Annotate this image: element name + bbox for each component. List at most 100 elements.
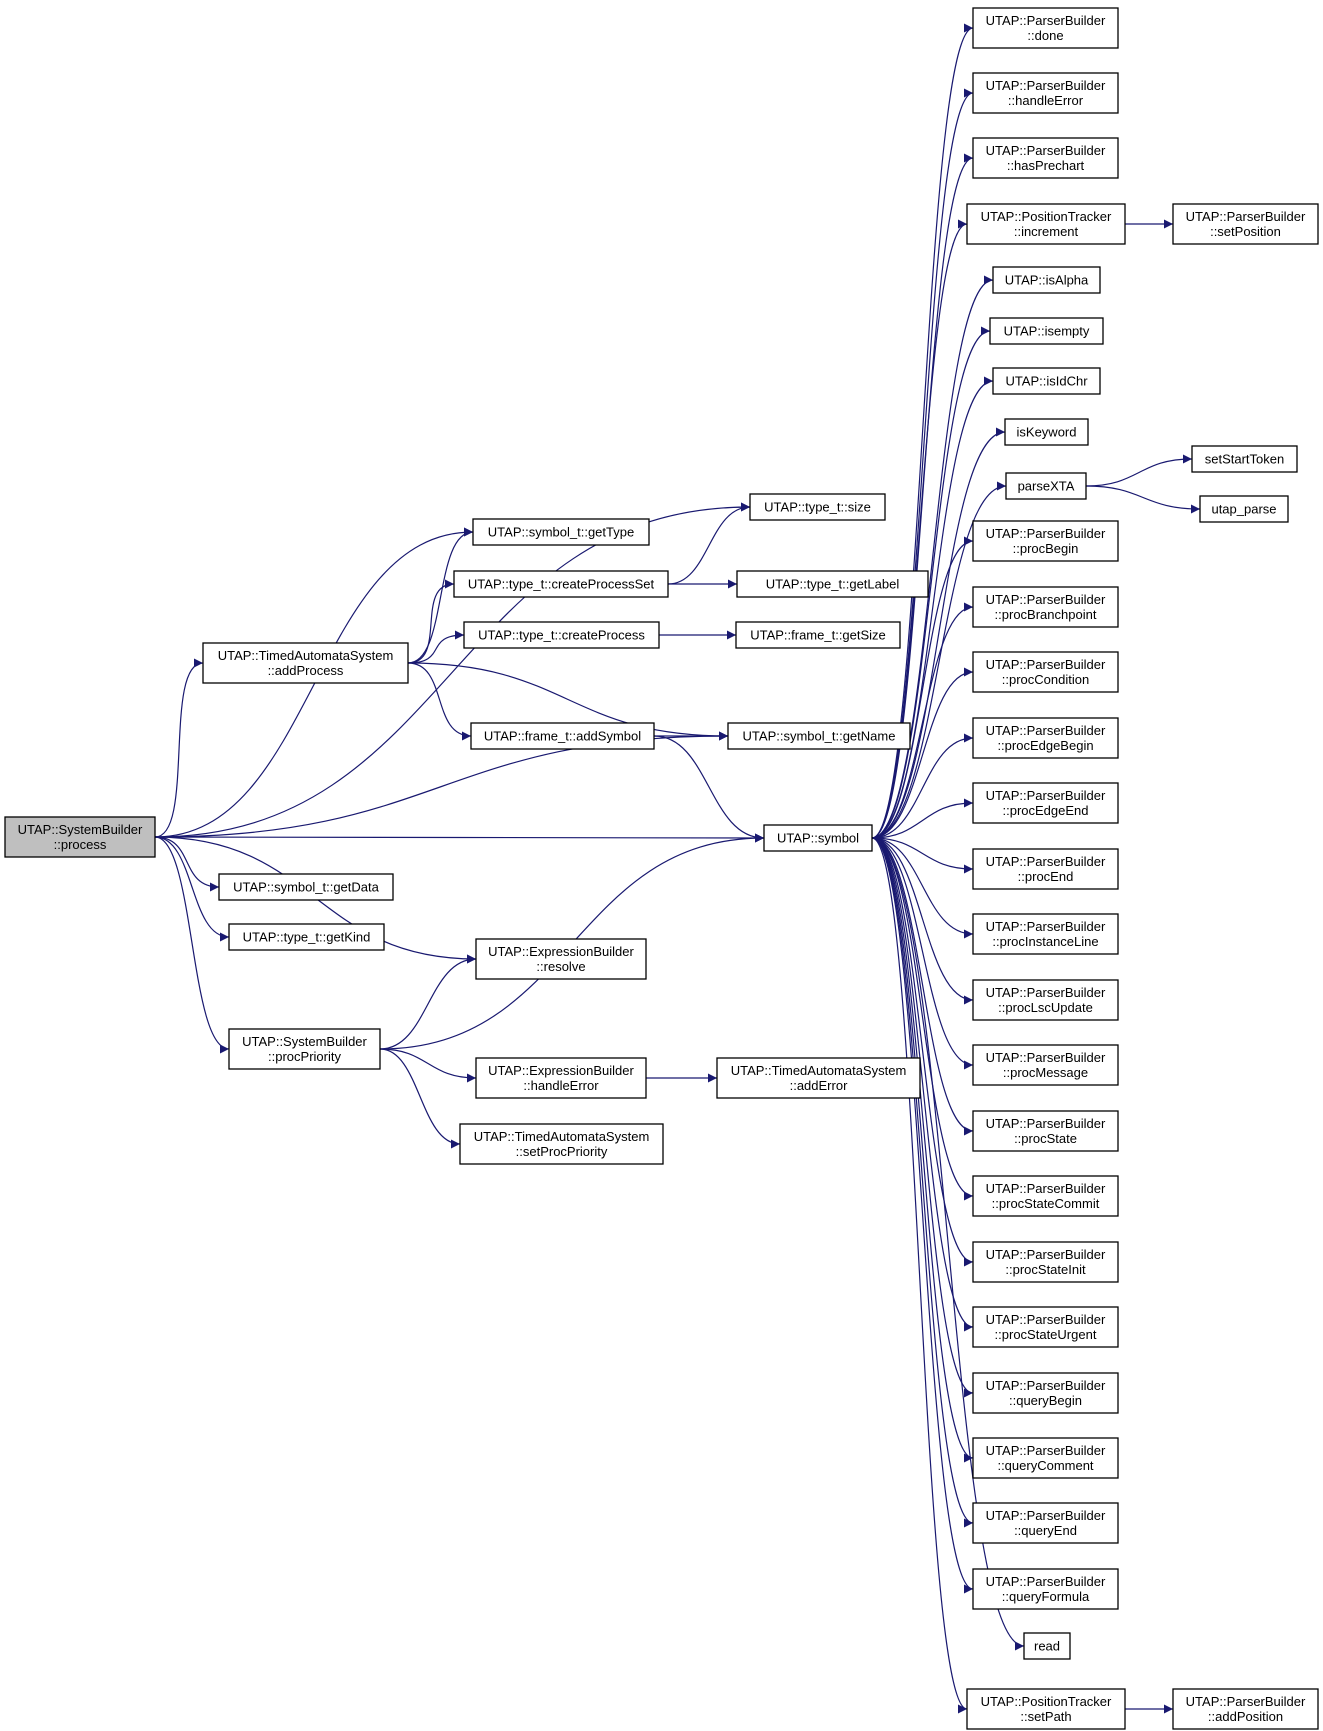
node-get-data[interactable]: UTAP::symbol_t::getData bbox=[218, 873, 394, 901]
node-label-line: UTAP::type_t::createProcess bbox=[478, 628, 645, 643]
node-box bbox=[202, 642, 409, 684]
node-utap-parse[interactable]: utap_parse bbox=[1199, 495, 1289, 523]
node-label-line: UTAP::SystemBuilder bbox=[242, 1034, 367, 1049]
node-proc-state-init[interactable]: UTAP::ParserBuilder::procStateInit bbox=[972, 1241, 1119, 1283]
node-box bbox=[966, 203, 1126, 245]
node-label-line: UTAP::ParserBuilder bbox=[986, 657, 1106, 672]
edge-symbol-to-proc-edge-begin bbox=[871, 733, 974, 839]
node-add-position[interactable]: UTAP::ParserBuilder::addPosition bbox=[1172, 1688, 1319, 1730]
node-box bbox=[1005, 472, 1087, 500]
edge-process-to-add-process bbox=[154, 658, 204, 838]
node-label-line: UTAP::ParserBuilder bbox=[986, 985, 1106, 1000]
node-label-line: UTAP::TimedAutomataSystem bbox=[474, 1129, 650, 1144]
node-box bbox=[1172, 1688, 1319, 1730]
node-get-kind[interactable]: UTAP::type_t::getKind bbox=[228, 923, 385, 951]
node-label-line: UTAP::ParserBuilder bbox=[986, 1378, 1106, 1393]
node-label-line: ::procBegin bbox=[1013, 541, 1079, 556]
node-box bbox=[972, 1372, 1119, 1414]
edge-add-process-to-add-symbol bbox=[407, 662, 472, 741]
node-proc-message[interactable]: UTAP::ParserBuilder::procMessage bbox=[972, 1044, 1119, 1086]
node-proc-edge-end[interactable]: UTAP::ParserBuilder::procEdgeEnd bbox=[972, 782, 1119, 824]
node-add-symbol[interactable]: UTAP::frame_t::addSymbol bbox=[470, 722, 655, 750]
node-get-size[interactable]: UTAP::frame_t::getSize bbox=[735, 621, 901, 649]
node-box bbox=[475, 1057, 647, 1099]
node-process[interactable]: UTAP::SystemBuilder::process bbox=[4, 816, 156, 858]
node-proc-branchpoint[interactable]: UTAP::ParserBuilder::procBranchpoint bbox=[972, 586, 1119, 628]
node-label-line: UTAP::ExpressionBuilder bbox=[488, 1063, 634, 1078]
node-label-line: ::procMessage bbox=[1003, 1065, 1088, 1080]
node-box bbox=[470, 722, 655, 750]
node-label-line: ::handleError bbox=[1008, 93, 1084, 108]
node-is-alpha[interactable]: UTAP::isAlpha bbox=[992, 266, 1101, 294]
node-box bbox=[972, 1241, 1119, 1283]
node-get-type[interactable]: UTAP::symbol_t::getType bbox=[472, 518, 650, 546]
node-set-position[interactable]: UTAP::ParserBuilder::setPosition bbox=[1172, 203, 1319, 245]
node-box bbox=[472, 518, 650, 546]
node-add-process[interactable]: UTAP::TimedAutomataSystem::addProcess bbox=[202, 642, 409, 684]
node-proc-begin[interactable]: UTAP::ParserBuilder::procBegin bbox=[972, 520, 1119, 562]
edge-symbol-to-proc-edge-end bbox=[871, 798, 974, 839]
edge-add-process-to-create-process bbox=[407, 630, 465, 664]
node-symbol[interactable]: UTAP::symbol bbox=[763, 824, 873, 852]
edge-process-to-get-kind bbox=[154, 836, 230, 942]
node-query-comment[interactable]: UTAP::ParserBuilder::queryComment bbox=[972, 1437, 1119, 1479]
node-label-line: isKeyword bbox=[1017, 425, 1077, 440]
node-box bbox=[972, 1175, 1119, 1217]
node-label-line: UTAP::ParserBuilder bbox=[986, 723, 1106, 738]
node-set-start-token[interactable]: setStartToken bbox=[1191, 445, 1298, 473]
node-pb-handle-error[interactable]: UTAP::ParserBuilder::handleError bbox=[972, 72, 1119, 114]
node-proc-state-commit[interactable]: UTAP::ParserBuilder::procStateCommit bbox=[972, 1175, 1119, 1217]
node-box bbox=[1004, 418, 1089, 446]
node-label-line: ::setPath bbox=[1020, 1709, 1071, 1724]
node-proc-condition[interactable]: UTAP::ParserBuilder::procCondition bbox=[972, 651, 1119, 693]
node-box bbox=[966, 1688, 1126, 1730]
node-eb-handle-error[interactable]: UTAP::ExpressionBuilder::handleError bbox=[475, 1057, 647, 1099]
node-label-line: ::setProcPriority bbox=[516, 1144, 608, 1159]
node-box bbox=[972, 1110, 1119, 1152]
node-label-line: UTAP::ParserBuilder bbox=[986, 1574, 1106, 1589]
node-done[interactable]: UTAP::ParserBuilder::done bbox=[972, 7, 1119, 49]
node-label-line: UTAP::ExpressionBuilder bbox=[488, 944, 634, 959]
node-label-line: UTAP::PositionTracker bbox=[981, 1694, 1112, 1709]
node-isempty[interactable]: UTAP::isempty bbox=[989, 317, 1104, 345]
node-label-line: UTAP::TimedAutomataSystem bbox=[731, 1063, 907, 1078]
node-proc-end[interactable]: UTAP::ParserBuilder::procEnd bbox=[972, 848, 1119, 890]
node-box bbox=[1023, 1632, 1071, 1660]
node-create-process[interactable]: UTAP::type_t::createProcess bbox=[463, 621, 660, 649]
node-query-formula[interactable]: UTAP::ParserBuilder::queryFormula bbox=[972, 1568, 1119, 1610]
node-label-line: ::procEnd bbox=[1018, 869, 1074, 884]
node-increment[interactable]: UTAP::PositionTracker::increment bbox=[966, 203, 1126, 245]
node-box bbox=[475, 938, 647, 980]
node-get-name[interactable]: UTAP::symbol_t::getName bbox=[727, 722, 911, 750]
node-set-path[interactable]: UTAP::PositionTracker::setPath bbox=[966, 1688, 1126, 1730]
node-resolve[interactable]: UTAP::ExpressionBuilder::resolve bbox=[475, 938, 647, 980]
node-parse-xta[interactable]: parseXTA bbox=[1005, 472, 1087, 500]
node-proc-state[interactable]: UTAP::ParserBuilder::procState bbox=[972, 1110, 1119, 1152]
node-size[interactable]: UTAP::type_t::size bbox=[749, 493, 886, 521]
node-proc-edge-begin[interactable]: UTAP::ParserBuilder::procEdgeBegin bbox=[972, 717, 1119, 759]
node-label-line: setStartToken bbox=[1205, 452, 1285, 467]
node-get-label[interactable]: UTAP::type_t::getLabel bbox=[736, 570, 929, 598]
node-proc-priority[interactable]: UTAP::SystemBuilder::procPriority bbox=[228, 1028, 381, 1070]
node-label-line: ::process bbox=[54, 837, 107, 852]
node-query-end[interactable]: UTAP::ParserBuilder::queryEnd bbox=[972, 1502, 1119, 1544]
node-proc-state-urgent[interactable]: UTAP::ParserBuilder::procStateUrgent bbox=[972, 1306, 1119, 1348]
node-add-error[interactable]: UTAP::TimedAutomataSystem::addError bbox=[716, 1057, 921, 1099]
node-label-line: UTAP::ParserBuilder bbox=[986, 1443, 1106, 1458]
node-is-id-chr[interactable]: UTAP::isIdChr bbox=[992, 367, 1101, 395]
node-label-line: UTAP::PositionTracker bbox=[981, 209, 1112, 224]
node-create-process-set[interactable]: UTAP::type_t::createProcessSet bbox=[453, 570, 669, 598]
node-set-proc-priority[interactable]: UTAP::TimedAutomataSystem::setProcPriori… bbox=[459, 1123, 664, 1165]
node-label-line: read bbox=[1034, 1639, 1060, 1654]
node-query-begin[interactable]: UTAP::ParserBuilder::queryBegin bbox=[972, 1372, 1119, 1414]
node-box bbox=[972, 137, 1119, 179]
node-label-line: parseXTA bbox=[1018, 479, 1075, 494]
node-has-prechart[interactable]: UTAP::ParserBuilder::hasPrechart bbox=[972, 137, 1119, 179]
node-box bbox=[463, 621, 660, 649]
node-proc-lsc-update[interactable]: UTAP::ParserBuilder::procLscUpdate bbox=[972, 979, 1119, 1021]
node-proc-instance-line[interactable]: UTAP::ParserBuilder::procInstanceLine bbox=[972, 913, 1119, 955]
node-read[interactable]: read bbox=[1023, 1632, 1071, 1660]
node-is-keyword[interactable]: isKeyword bbox=[1004, 418, 1089, 446]
node-label-line: ::procInstanceLine bbox=[992, 934, 1098, 949]
edge-symbol-to-proc-state-urgent bbox=[871, 837, 974, 1332]
